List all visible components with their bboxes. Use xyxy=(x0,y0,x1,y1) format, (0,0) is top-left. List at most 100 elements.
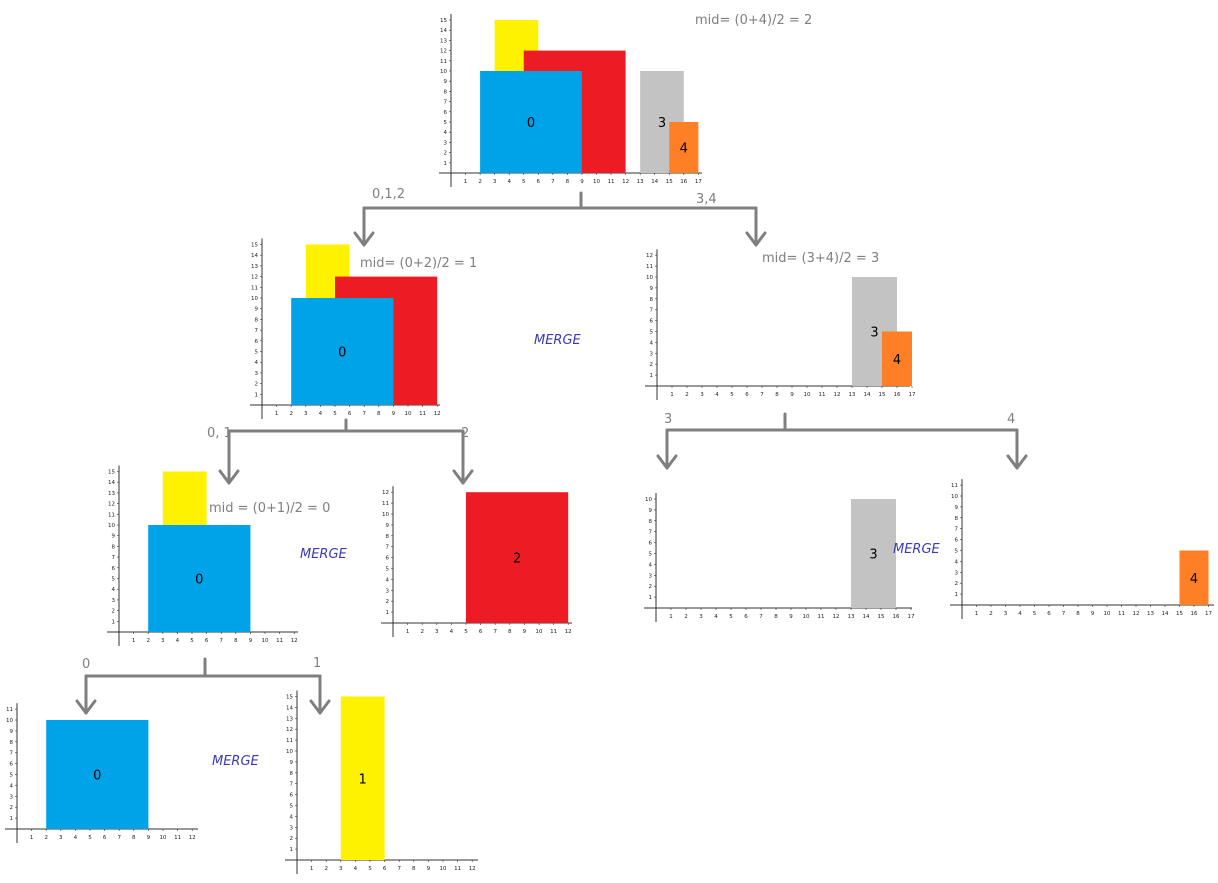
y-tick-label: 11 xyxy=(951,483,958,489)
y-tick-label: 9 xyxy=(649,508,653,514)
y-tick-label: 4 xyxy=(112,587,116,593)
x-tick-label: 8 xyxy=(234,638,238,644)
y-tick-label: 10 xyxy=(645,497,652,503)
y-tick-label: 5 xyxy=(650,330,654,336)
x-tick-label: 5 xyxy=(88,835,92,841)
split-label: 0, 1 xyxy=(207,426,232,441)
rect-label-4: 4 xyxy=(680,142,688,157)
rect-label-3: 3 xyxy=(869,548,877,563)
y-tick-label: 1 xyxy=(290,847,294,853)
x-tick-label: 10 xyxy=(593,179,600,185)
x-tick-label: 7 xyxy=(759,614,763,620)
x-tick-label: 11 xyxy=(174,835,181,841)
y-tick-label: 8 xyxy=(290,771,294,777)
x-tick-label: 7 xyxy=(493,629,497,635)
x-tick-label: 8 xyxy=(132,835,136,841)
y-tick-label: 9 xyxy=(386,523,390,529)
x-tick-label: 10 xyxy=(803,614,810,620)
x-tick-label: 7 xyxy=(551,179,555,185)
connector-leftleft xyxy=(75,657,331,715)
x-tick-label: 2 xyxy=(685,392,689,398)
y-tick-label: 15 xyxy=(440,18,447,24)
x-tick-label: 13 xyxy=(849,392,856,398)
y-tick-label: 4 xyxy=(10,783,14,789)
x-tick-label: 8 xyxy=(775,392,779,398)
x-tick-label: 11 xyxy=(276,638,283,644)
x-tick-label: 7 xyxy=(1062,611,1066,617)
arrow-head-right xyxy=(745,231,767,247)
y-tick-label: 14 xyxy=(440,28,447,34)
mid-label: mid = (0+1)/2 = 0 xyxy=(209,501,330,516)
x-tick-label: 10 xyxy=(1104,611,1111,617)
x-tick-label: 10 xyxy=(804,392,811,398)
y-tick-label: 10 xyxy=(251,296,258,302)
y-tick-label: 11 xyxy=(286,738,293,744)
x-tick-label: 12 xyxy=(469,866,476,872)
x-tick-label: 7 xyxy=(397,866,401,872)
x-tick-label: 3 xyxy=(699,614,703,620)
rect-label-3: 3 xyxy=(870,326,878,341)
x-tick-label: 3 xyxy=(59,835,63,841)
y-tick-label: 7 xyxy=(255,328,259,334)
y-tick-label: 8 xyxy=(650,297,654,303)
rect-label-4: 4 xyxy=(1190,572,1198,587)
y-tick-label: 13 xyxy=(108,491,115,497)
x-tick-label: 8 xyxy=(412,866,416,872)
rect-0 xyxy=(148,525,251,632)
y-tick-label: 6 xyxy=(112,566,116,572)
rect-4 xyxy=(882,331,912,386)
x-tick-label: 7 xyxy=(117,835,121,841)
arrow-head-left xyxy=(353,231,375,247)
y-tick-label: 13 xyxy=(251,264,258,270)
y-tick-label: 12 xyxy=(251,275,258,281)
y-tick-label: 12 xyxy=(440,49,447,55)
split-label: 3 xyxy=(664,412,672,427)
y-tick-label: 13 xyxy=(440,38,447,44)
x-tick-label: 3 xyxy=(1004,611,1008,617)
x-tick-label: 5 xyxy=(333,411,337,417)
y-tick-label: 12 xyxy=(286,727,293,733)
rect-4 xyxy=(669,122,699,173)
mid-label: mid= (0+4)/2 = 2 xyxy=(695,13,812,28)
x-tick-label: 9 xyxy=(392,411,396,417)
x-tick-label: 12 xyxy=(622,179,629,185)
x-tick-label: 1 xyxy=(464,179,468,185)
y-tick-label: 15 xyxy=(251,243,258,249)
y-tick-label: 2 xyxy=(649,584,653,590)
x-tick-label: 13 xyxy=(1147,611,1154,617)
x-tick-label: 1 xyxy=(310,866,314,872)
x-tick-label: 17 xyxy=(695,179,702,185)
x-tick-label: 5 xyxy=(522,179,526,185)
y-tick-label: 3 xyxy=(444,140,448,146)
x-tick-label: 12 xyxy=(291,638,298,644)
x-tick-label: 8 xyxy=(377,411,381,417)
connector-root xyxy=(353,191,767,247)
arrow-head-right xyxy=(452,469,474,485)
y-tick-label: 4 xyxy=(290,814,294,820)
y-tick-label: 9 xyxy=(255,307,259,313)
rect-0 xyxy=(46,720,149,829)
x-tick-label: 4 xyxy=(714,614,718,620)
y-tick-label: 3 xyxy=(255,371,259,377)
rect-0 xyxy=(480,71,582,173)
y-tick-label: 1 xyxy=(649,595,653,601)
x-tick-label: 11 xyxy=(818,614,825,620)
rect-label-0: 0 xyxy=(93,769,101,784)
x-tick-label: 5 xyxy=(368,866,372,872)
y-tick-label: 5 xyxy=(10,773,14,779)
x-tick-label: 11 xyxy=(819,392,826,398)
y-tick-label: 8 xyxy=(649,519,653,525)
y-tick-label: 12 xyxy=(646,253,653,259)
x-tick-label: 12 xyxy=(834,392,841,398)
y-tick-label: 11 xyxy=(382,501,389,507)
x-tick-label: 4 xyxy=(74,835,78,841)
y-tick-label: 8 xyxy=(10,740,14,746)
y-tick-label: 2 xyxy=(444,151,448,157)
rect-label-0: 0 xyxy=(195,573,203,588)
y-tick-label: 7 xyxy=(112,555,116,561)
arrow-head-left xyxy=(656,454,678,470)
y-tick-label: 5 xyxy=(112,577,116,583)
y-tick-label: 6 xyxy=(649,541,653,547)
y-tick-label: 8 xyxy=(255,317,259,323)
